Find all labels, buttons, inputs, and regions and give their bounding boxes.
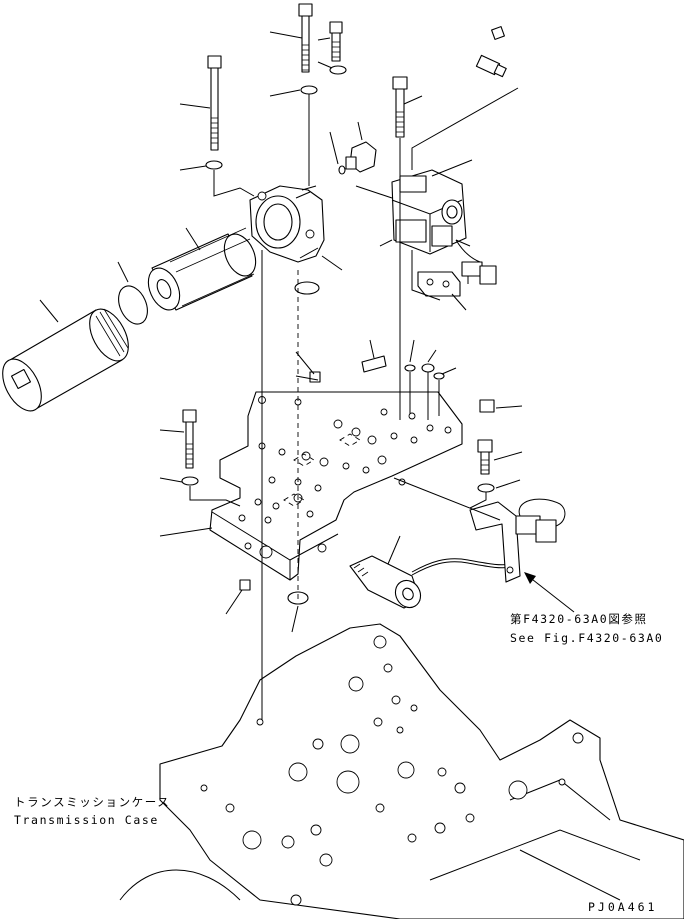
washer-plate-left — [181, 476, 199, 486]
long-bolt-top-center — [298, 3, 313, 73]
harness-connector — [515, 498, 566, 543]
filter-o-ring — [118, 285, 148, 325]
housing-o-ring — [294, 281, 320, 295]
solenoid-wire — [411, 558, 513, 573]
o-ring-small — [338, 165, 346, 175]
see-fig-ref-ja: 第F4320-63A0図参照 — [510, 612, 648, 626]
leader-lines — [39, 31, 523, 633]
proportional-solenoid — [349, 555, 422, 609]
filter-case — [2, 308, 129, 412]
small-nut-top-right — [491, 26, 505, 40]
solenoid-valve-assembly — [391, 169, 481, 263]
plug-left — [309, 371, 321, 383]
case-label-en: Transmission Case — [14, 813, 159, 827]
washer-top-center — [300, 85, 318, 95]
valve-body-plate — [209, 391, 463, 581]
filter-housing — [249, 185, 325, 263]
harness-bracket — [469, 501, 521, 583]
washer-top-right — [329, 65, 347, 75]
transmission-case — [119, 623, 684, 919]
case-label-ja: トランスミッションケース — [14, 795, 171, 809]
gasket-tag — [361, 355, 387, 373]
sensor-plug-top-right — [475, 54, 507, 78]
washer-left — [205, 160, 223, 170]
bracket-small — [417, 271, 461, 297]
solenoid-connector — [461, 261, 497, 285]
see-fig-ref-en: See Fig.F4320-63A0 — [510, 631, 664, 645]
drawing-code: PJ0A461 — [588, 900, 658, 914]
o-ring-b — [421, 363, 435, 373]
reference-arrow — [527, 575, 575, 613]
short-bolt-top — [329, 21, 343, 62]
long-bolt-solenoid — [392, 76, 408, 138]
o-ring-c — [433, 372, 445, 380]
plug-right — [479, 399, 495, 413]
long-bolt-left — [207, 55, 222, 151]
o-ring-a — [404, 364, 416, 372]
filter-element — [147, 227, 257, 311]
washer-plate-right — [477, 483, 495, 493]
plug-bottom-left — [239, 579, 251, 591]
bolt-plate-left — [182, 409, 197, 469]
plug-fitting — [345, 141, 377, 173]
bolt-plate-right — [477, 439, 493, 475]
